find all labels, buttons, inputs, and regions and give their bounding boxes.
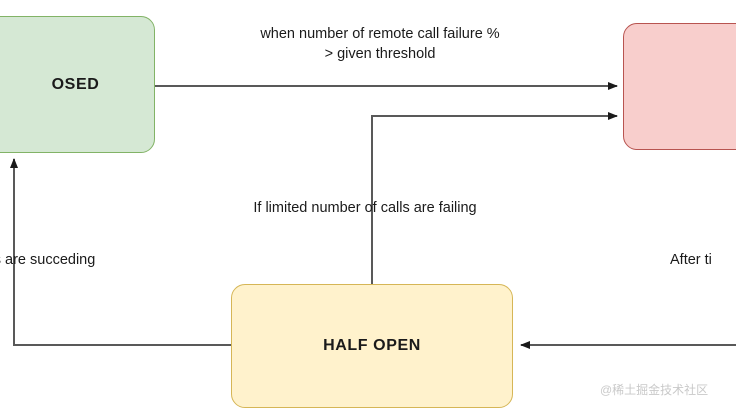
state-node-closed-label: OSED (51, 75, 100, 93)
edge-halfopen-to-open (371, 112, 618, 284)
edge-label-open-to-halfopen-line1: After ti (670, 252, 712, 268)
state-node-half-open[interactable]: HALF OPEN (231, 284, 513, 408)
edge-label-halfopen-to-open-line1: If limited number of calls are failing (253, 200, 477, 216)
edge-label-closed-to-open-line1: when number of remote call failure % (260, 26, 500, 42)
edge-label-open-to-halfopen: After ti (670, 250, 736, 270)
edge-label-halfopen-to-closed-line1: calls are succeding (0, 252, 96, 268)
edge-label-halfopen-to-closed: calls are succeding (0, 250, 182, 270)
watermark: @稀土掘金技术社区 (600, 383, 709, 397)
state-node-half-open-label: HALF OPEN (323, 337, 421, 354)
state-node-open[interactable] (623, 23, 736, 150)
state-node-closed[interactable]: OSED (0, 16, 155, 153)
edge-label-closed-to-open-line2: > given threshold (324, 46, 436, 62)
edge-label-halfopen-to-open: If limited number of calls are failing (190, 198, 540, 218)
edge-label-closed-to-open: when number of remote call failure % > g… (200, 24, 560, 64)
edge-halfopen-to-closed (10, 158, 231, 346)
